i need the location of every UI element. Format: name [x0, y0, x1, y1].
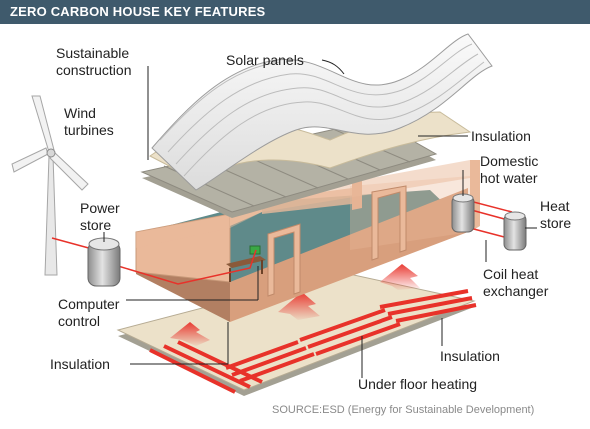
label-domestic-hot-water: Domestic hot water: [480, 153, 539, 186]
page-title: ZERO CARBON HOUSE KEY FEATURES: [10, 4, 266, 19]
label-sustainable-construction: Sustainable construction: [56, 45, 132, 78]
label-under-floor-heating: Under floor heating: [358, 376, 478, 392]
label-coil-heat-exchanger: Coil heat exchanger: [483, 266, 549, 299]
hot-water-cylinder: [451, 193, 475, 233]
heat-arrows: [170, 264, 420, 346]
label-wind-turbines: Wind turbines: [64, 105, 114, 138]
computer-desk: [226, 245, 266, 282]
source-credit: SOURCE:ESD (Energy for Sustainable Devel…: [272, 404, 535, 416]
title-bar: ZERO CARBON HOUSE KEY FEATURES: [0, 0, 590, 24]
door-frames: [267, 185, 407, 297]
label-heat-store: Heat store: [540, 198, 572, 231]
leader-solar-panels: [321, 59, 345, 75]
solar-panels: [151, 33, 493, 191]
wind-turbine: [11, 95, 89, 276]
heat-store-cylinder: [503, 211, 527, 251]
label-solar-panels: Solar panels: [226, 52, 304, 68]
under-floor-heating-coils: [149, 289, 477, 394]
label-insulation-bottom: Insulation: [440, 348, 500, 364]
power-store-cylinder: [87, 237, 121, 287]
ground-floor: [135, 160, 480, 322]
label-insulation-top: Insulation: [471, 128, 531, 144]
label-computer-control: Computer control: [58, 296, 120, 329]
label-insulation-left: Insulation: [50, 356, 110, 372]
leader-lines: [103, 59, 537, 378]
label-power-store: Power store: [80, 200, 120, 233]
